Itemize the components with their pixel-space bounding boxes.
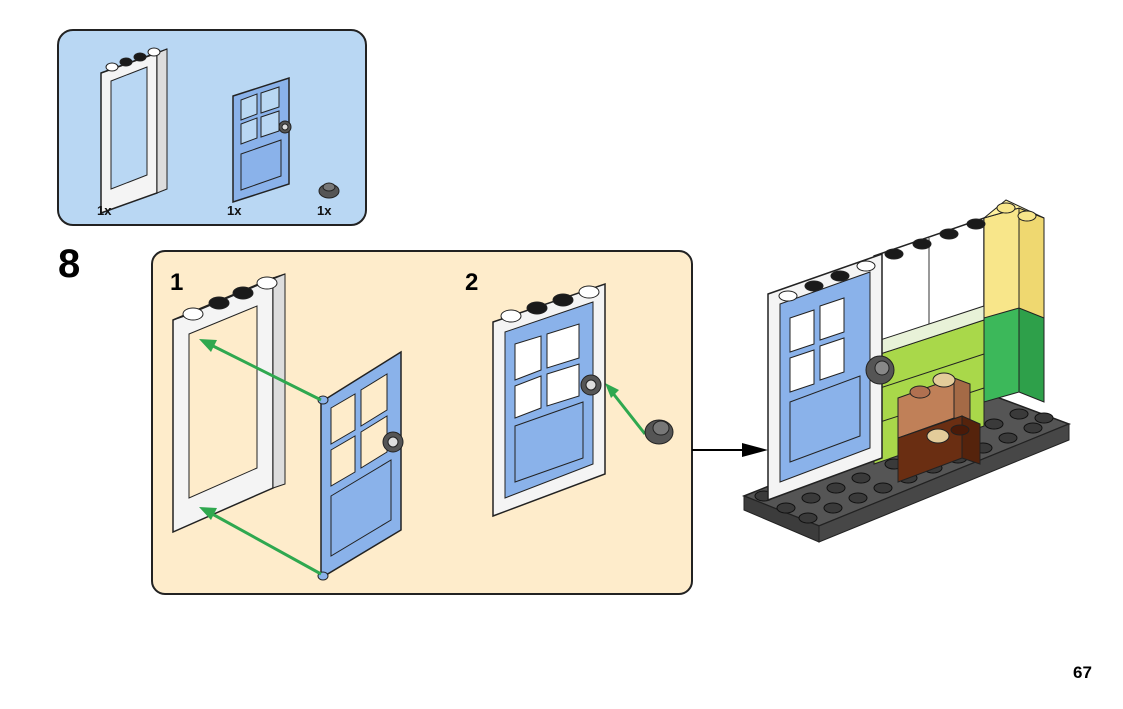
sub-step-number: 1 [170,269,184,296]
part-quantity: 1x [97,203,112,218]
round-plate-part-icon [318,182,340,199]
sub-step-number: 2 [465,269,479,296]
result-arrow-icon [692,443,768,457]
door-part-icon [232,76,292,204]
parts-list-box: 1x 1x 1x [57,29,367,226]
part-quantity: 1x [227,203,242,218]
sub-step-box: 1 2 [151,250,693,595]
door-illustration [317,350,404,581]
page-number: 67 [1073,663,1092,682]
assembled-door-illustration [492,282,606,518]
round-plate-illustration [644,419,674,445]
part-quantity: 1x [317,203,332,218]
step-number: 8 [58,242,81,286]
door-frame-illustration [172,273,286,534]
attach-arrow-icon [199,339,647,576]
final-assembly-illustration [741,199,1072,543]
door-frame-part-icon [100,47,168,215]
